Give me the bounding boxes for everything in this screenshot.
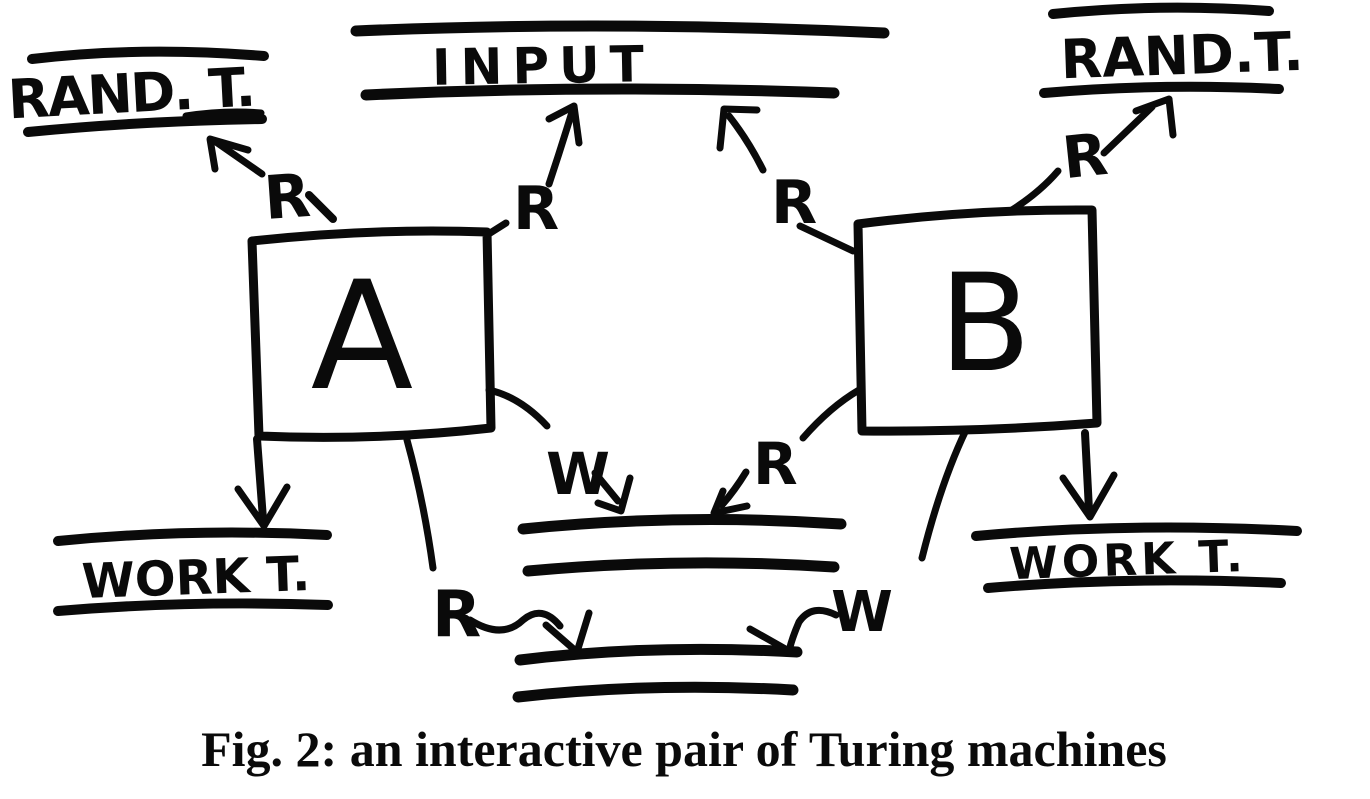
figure-caption: Fig. 2: an interactive pair of Turing ma… xyxy=(201,721,1167,777)
machine-b-label: B xyxy=(939,245,1032,402)
arrow-label-w: W xyxy=(831,580,893,645)
tape-rand-left: RAND. T. xyxy=(6,46,269,137)
figure-caption-text: Fig. 2: an interactive pair of Turing ma… xyxy=(201,721,1167,777)
tape-upper-line xyxy=(27,46,269,64)
tape-work-right-label: WORK T. xyxy=(1008,531,1247,590)
tape-work-left: WORK T. xyxy=(53,527,333,616)
arrowhead xyxy=(542,609,593,656)
tape-upper-line xyxy=(971,522,1302,541)
arrow-b-write-comm-lower: W xyxy=(746,426,970,655)
arrow-label-r: R xyxy=(753,430,798,498)
arrow-shaft xyxy=(212,138,266,178)
arrow-a-to-input: R xyxy=(483,102,583,244)
machine-a-box xyxy=(247,226,496,442)
arrow-shaft xyxy=(466,609,564,634)
tape-lower-line xyxy=(983,575,1286,593)
arrowhead xyxy=(710,487,751,517)
machine-a: A xyxy=(247,226,496,442)
arrow-label-r: R xyxy=(432,578,481,652)
tape-rand-right: RAND.T. xyxy=(1039,2,1305,98)
tape-upper-line xyxy=(514,643,803,666)
arrow-shaft xyxy=(1100,103,1156,157)
tape-input-label: INPUT xyxy=(432,35,655,97)
tape-comm-upper xyxy=(517,514,847,577)
arrow-tail xyxy=(796,222,857,255)
arrow-b-to-rand-right: R xyxy=(1008,95,1177,214)
tape-lower-line xyxy=(522,557,840,577)
arrow-shaft xyxy=(591,469,622,505)
arrow-a-to-work-left xyxy=(234,435,291,530)
arrow-tail xyxy=(403,436,437,572)
arrowhead xyxy=(716,105,761,152)
arrow-shaft xyxy=(718,468,750,509)
arrowhead xyxy=(234,483,291,530)
machine-b: B xyxy=(853,205,1102,436)
tape-work-left-label: WORK T. xyxy=(81,546,311,610)
arrowhead xyxy=(545,102,583,147)
tape-lower-line xyxy=(23,114,267,137)
arrowhead xyxy=(1132,95,1177,139)
arrow-label-r: R xyxy=(262,161,313,234)
arrow-b-read-comm-upper: R xyxy=(710,386,863,517)
tape-lower-line xyxy=(53,598,333,616)
tape-rand-left-label: RAND. T. xyxy=(6,56,255,132)
arrow-a-read-comm-lower: R xyxy=(403,436,593,656)
arrow-label-w: W xyxy=(546,440,610,508)
tape-upper-line xyxy=(517,514,847,535)
tape-rand-right-label: RAND.T. xyxy=(1059,20,1304,91)
tape-lower-line xyxy=(1039,81,1284,98)
machine-a-label: A xyxy=(311,250,414,424)
arrow-tail xyxy=(305,191,337,223)
arrowhead xyxy=(594,474,634,515)
tape-work-right: WORK T. xyxy=(971,522,1302,593)
arrow-shaft xyxy=(785,606,840,655)
tape-upper-line xyxy=(1048,2,1274,19)
arrow-shaft xyxy=(545,108,576,188)
arrow-label-r: R xyxy=(1059,120,1111,192)
arrow-a-to-rand-left: R xyxy=(206,135,337,234)
tape-lower-line-overstroke xyxy=(182,108,265,120)
arrowhead xyxy=(1059,471,1118,521)
tape-upper-line xyxy=(350,20,890,39)
arrow-shaft xyxy=(1081,429,1093,514)
arrow-label-r: R xyxy=(771,168,817,238)
tape-comm-lower xyxy=(512,643,803,703)
machine-b-box xyxy=(853,205,1102,436)
tape-lower-line xyxy=(360,83,840,101)
arrow-tail xyxy=(483,219,510,239)
tape-lower-line xyxy=(512,681,799,703)
arrow-a-write-comm-upper: W xyxy=(485,386,634,515)
arrowhead xyxy=(746,625,793,655)
arrow-tail xyxy=(1008,167,1062,214)
arrow-tail xyxy=(799,386,863,442)
arrow-shaft xyxy=(725,112,767,174)
arrow-tail xyxy=(485,386,551,430)
arrow-b-to-work-right xyxy=(1059,429,1118,521)
arrowhead xyxy=(206,135,252,173)
arrow-tail xyxy=(918,426,970,562)
tape-input: INPUT xyxy=(350,20,890,101)
arrow-shaft xyxy=(253,435,267,523)
arrow-b-to-input: R xyxy=(716,105,857,255)
tape-upper-line xyxy=(53,527,332,546)
